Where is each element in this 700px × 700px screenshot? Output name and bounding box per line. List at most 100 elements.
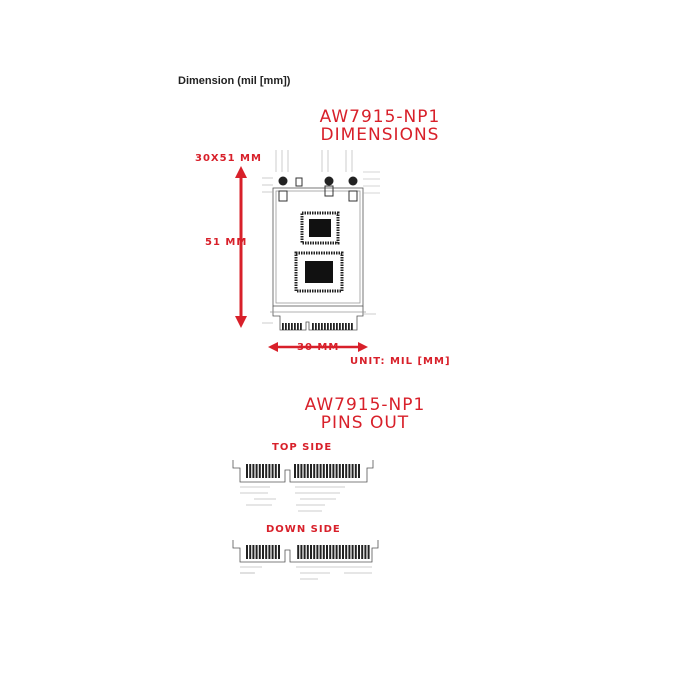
connector-pad xyxy=(255,545,258,559)
connector-pad xyxy=(336,323,338,330)
connector-pad xyxy=(265,464,268,478)
down-side-pin-labels xyxy=(240,566,372,580)
connector-pad xyxy=(246,464,248,478)
connector-pad xyxy=(294,464,296,478)
connector-pad xyxy=(268,464,271,478)
unit-label: UNIT: MIL [MM] xyxy=(350,356,451,367)
connector-pad xyxy=(300,323,302,330)
connector-pad xyxy=(338,545,341,559)
connector-pad xyxy=(338,464,341,478)
connector-pad xyxy=(348,464,351,478)
dimensions-title-line1: AW7915-NP1 xyxy=(319,107,441,127)
connector-pad xyxy=(339,323,341,330)
connector-pad xyxy=(252,545,255,559)
connector-pad xyxy=(345,545,348,559)
connector-pad xyxy=(345,464,348,478)
connector-pad xyxy=(252,464,255,478)
connector-pad xyxy=(335,464,338,478)
connector-pad xyxy=(315,323,317,330)
connector-pad xyxy=(278,464,280,478)
connector-pad xyxy=(322,545,325,559)
connector-pad xyxy=(364,545,367,559)
connector-pad xyxy=(332,464,335,478)
connector-pad xyxy=(262,545,264,559)
top-side-pads xyxy=(246,464,360,478)
connector-pad xyxy=(361,545,364,559)
down-side-label: DOWN SIDE xyxy=(266,524,341,535)
connector-pad xyxy=(274,545,277,559)
connector-pad xyxy=(291,323,293,330)
pins-title-line2: PINS OUT xyxy=(320,413,410,433)
connector-pad xyxy=(358,545,360,559)
connector-pad xyxy=(354,464,357,478)
connector-pad xyxy=(271,545,274,559)
connector-pad xyxy=(322,464,325,478)
connector-pad xyxy=(327,323,329,330)
connector-pad xyxy=(303,464,306,478)
connector-pad xyxy=(300,464,303,478)
size-label: 30X51 MM xyxy=(195,153,262,164)
connector-pad xyxy=(313,545,316,559)
connector-pad xyxy=(310,545,312,559)
pins-title: AW7915-NP1 PINS OUT xyxy=(300,396,430,432)
height-label: 51 MM xyxy=(205,237,248,248)
connector-pad xyxy=(306,545,309,559)
connector-pad xyxy=(316,545,319,559)
dimensions-title: AW7915-NP1 DIMENSIONS xyxy=(310,108,450,144)
chip-lower xyxy=(294,251,344,293)
connector-pad xyxy=(329,545,332,559)
connector-pad xyxy=(268,545,271,559)
down-side-connector xyxy=(232,540,379,580)
connector-pad xyxy=(262,464,264,478)
connector-pad xyxy=(351,545,354,559)
connector-pad xyxy=(303,545,306,559)
connector-pad xyxy=(249,464,252,478)
antenna-connectors xyxy=(278,176,358,202)
connector-pad xyxy=(319,545,322,559)
connector-pad xyxy=(246,545,248,559)
connector-pad xyxy=(258,464,261,478)
connector-pad xyxy=(354,545,357,559)
connector-pad xyxy=(342,464,344,478)
connector-pad xyxy=(297,545,300,559)
connector-pad xyxy=(282,323,284,330)
connector-pad xyxy=(342,323,344,330)
connector-pad xyxy=(348,545,351,559)
connector-pad xyxy=(329,464,332,478)
pins-title-line1: AW7915-NP1 xyxy=(304,395,426,415)
connector-pad xyxy=(333,323,335,330)
connector-pad xyxy=(297,323,299,330)
connector-pad xyxy=(278,545,280,559)
connector-pad xyxy=(310,464,312,478)
connector-pad xyxy=(318,323,320,330)
module-board xyxy=(270,187,366,331)
connector-pad xyxy=(306,464,309,478)
connector-pad xyxy=(297,464,300,478)
connector-pad xyxy=(335,545,338,559)
top-side-label: TOP SIDE xyxy=(272,442,333,453)
document-heading: Dimension (mil [mm]) xyxy=(178,75,291,87)
dimension-connector-pads xyxy=(282,323,353,330)
connector-pad xyxy=(258,545,261,559)
connector-pad xyxy=(285,323,287,330)
connector-pad xyxy=(316,464,319,478)
connector-pad xyxy=(367,545,370,559)
connector-pad xyxy=(255,464,258,478)
dimension-annotation-marks xyxy=(262,150,380,324)
connector-pad xyxy=(351,464,354,478)
connector-pad xyxy=(312,323,314,330)
top-side-pin-labels xyxy=(240,486,345,512)
connector-pad xyxy=(265,545,268,559)
connector-pad xyxy=(326,545,328,559)
connector-pad xyxy=(326,464,328,478)
connector-pad xyxy=(348,323,350,330)
connector-pad xyxy=(249,545,252,559)
connector-pad xyxy=(345,323,347,330)
connector-pad xyxy=(274,464,277,478)
connector-pad xyxy=(294,323,296,330)
connector-pad xyxy=(358,464,360,478)
connector-pad xyxy=(313,464,316,478)
connector-pad xyxy=(342,545,344,559)
connector-pad xyxy=(319,464,322,478)
